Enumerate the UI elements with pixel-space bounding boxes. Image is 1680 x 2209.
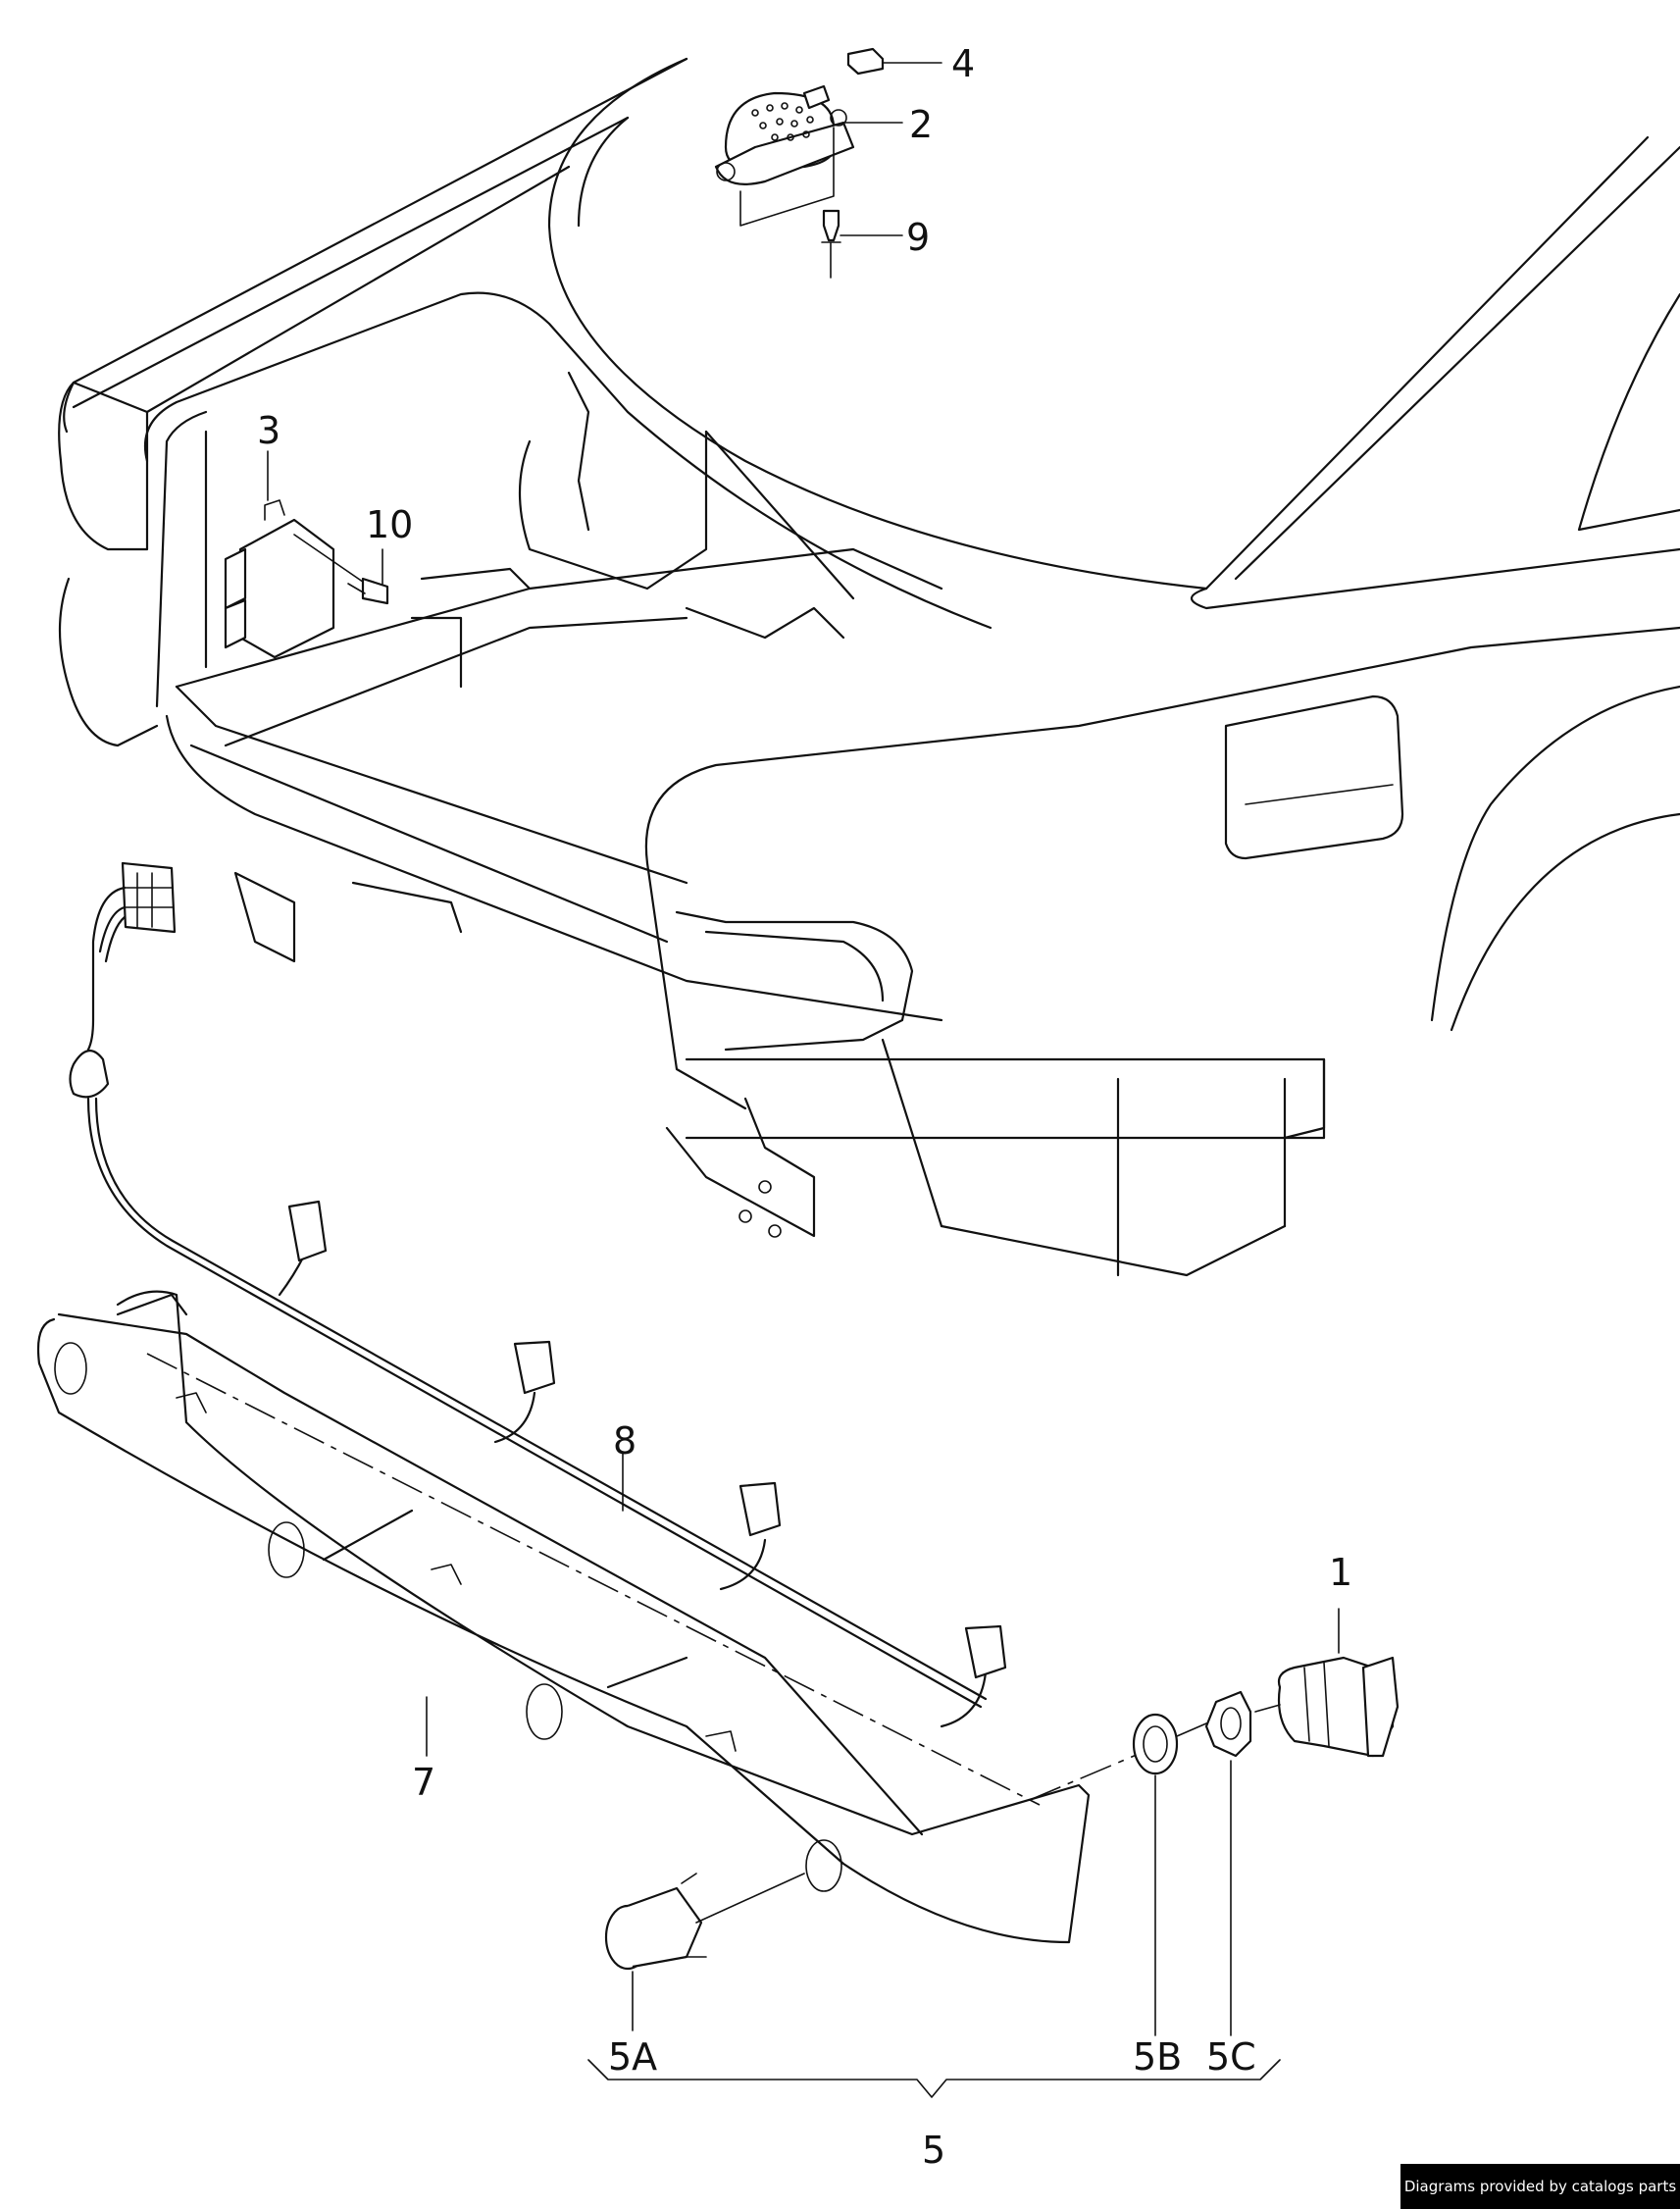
- label-part-1: 1: [1329, 1551, 1352, 1594]
- sensor-nut-5c: [1176, 1690, 1252, 1758]
- label-part-9: 9: [906, 216, 930, 259]
- connector-part-4: [846, 47, 885, 76]
- label-part-5a: 5A: [608, 2035, 657, 2079]
- part-labels: 4 2 9 3 10 8 1 7 5A 5B 5C 5: [257, 42, 1352, 2172]
- control-unit-part-3: [224, 499, 389, 659]
- wiring-harness-part-8: [69, 861, 1007, 1728]
- sensor-part-1: [1254, 1656, 1400, 1758]
- label-part-3: 3: [257, 409, 280, 452]
- label-part-2: 2: [909, 103, 933, 146]
- rivet-part-9: [821, 209, 841, 279]
- bumper-part-7: [36, 1290, 1158, 1944]
- car-body: [58, 57, 1680, 1277]
- sensor-5a: [604, 1873, 805, 1971]
- label-part-10: 10: [366, 503, 413, 546]
- label-part-8: 8: [613, 1419, 636, 1463]
- label-part-4: 4: [951, 42, 975, 85]
- attribution-footer: Diagrams provided by catalogs parts: [1400, 2164, 1680, 2209]
- label-part-5b: 5B: [1133, 2035, 1182, 2079]
- label-part-5: 5: [922, 2129, 945, 2172]
- label-part-5c: 5C: [1206, 2035, 1256, 2079]
- sensor-ring-5b: [1132, 1713, 1179, 1775]
- buzzer-part-2: [714, 84, 855, 227]
- label-part-7: 7: [412, 1761, 435, 1804]
- leader-lines: [267, 62, 1340, 2098]
